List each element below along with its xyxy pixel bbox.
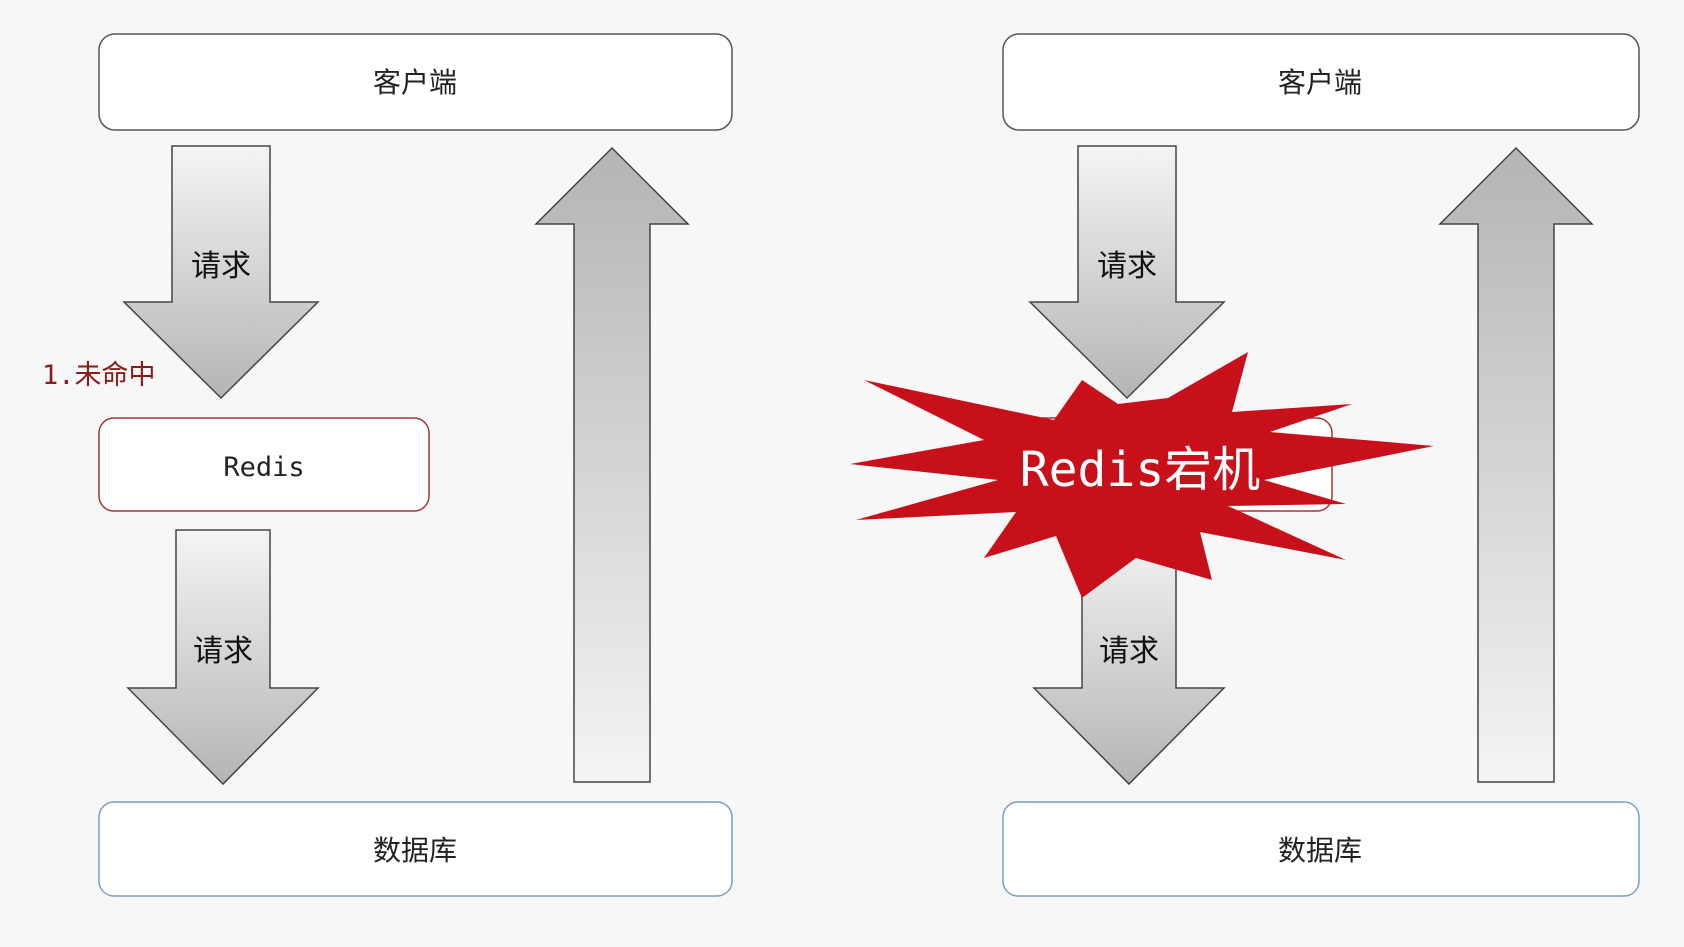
left-database-label: 数据库: [373, 834, 457, 867]
left-request-bottom-label: 请求: [193, 634, 253, 669]
cache-miss-label: 1.未命中: [42, 360, 156, 391]
redis-crash-burst: Redis宕机: [850, 352, 1434, 598]
right-database-label: 数据库: [1278, 834, 1362, 867]
right-request-arrow-top: 请求: [1028, 145, 1226, 400]
left-redis-box: Redis: [98, 417, 430, 512]
right-panel: 客户端 请求 请求 数据库 Redis宕机: [850, 33, 1640, 897]
right-request-arrow-bottom: 请求: [1032, 529, 1226, 786]
left-request-arrow-top: 请求: [122, 145, 320, 400]
right-request-top-label: 请求: [1097, 249, 1157, 284]
left-panel: 客户端 请求 1.未命中 Redis 请求 数据库: [42, 33, 733, 897]
right-client-label: 客户端: [1278, 66, 1362, 99]
left-redis-label: Redis: [223, 452, 304, 483]
left-response-arrow-up: [534, 146, 690, 783]
left-client-label: 客户端: [373, 66, 457, 99]
left-request-top-label: 请求: [191, 249, 251, 284]
left-database-box: 数据库: [98, 801, 733, 897]
right-response-arrow-up: [1438, 146, 1594, 783]
right-request-bottom-label: 请求: [1099, 634, 1159, 669]
right-database-box: 数据库: [1002, 801, 1640, 897]
right-client-box: 客户端: [1002, 33, 1640, 131]
redis-crash-label: Redis宕机: [1020, 442, 1261, 498]
left-request-arrow-bottom: 请求: [126, 529, 320, 786]
left-client-box: 客户端: [98, 33, 733, 131]
